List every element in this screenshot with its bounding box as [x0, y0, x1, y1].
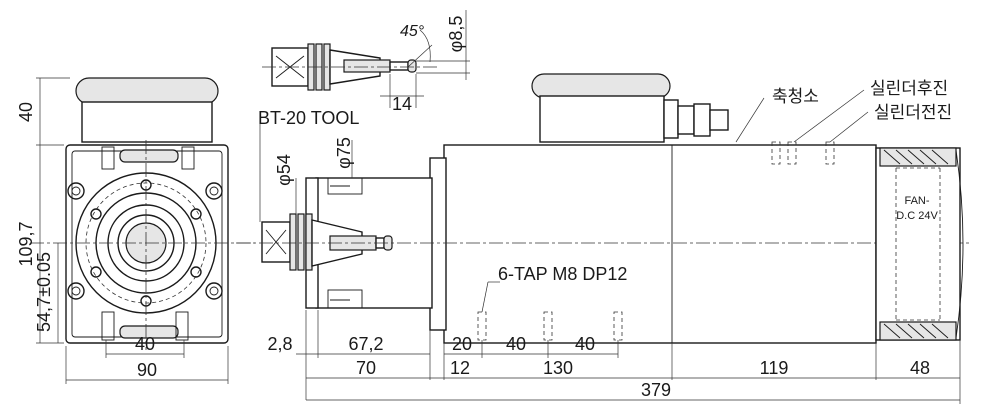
dim-len-70: 70 — [356, 358, 376, 378]
dim-len-20: 20 — [452, 334, 472, 354]
dim-d-8-5: φ8,5 — [446, 16, 466, 53]
top-slot — [119, 149, 179, 163]
junction-box-cap — [75, 77, 219, 105]
corner-holes — [67, 182, 223, 300]
dim-height-40: 40 — [16, 102, 36, 122]
side-junction-cap — [531, 73, 671, 99]
dim-width-40: 40 — [135, 334, 155, 354]
dim-len-48: 48 — [910, 358, 930, 378]
label-tool: BT-20 TOOL — [258, 108, 359, 128]
dim-len-40-a: 40 — [506, 334, 526, 354]
bottom-slot — [119, 325, 179, 339]
dim-len-119: 119 — [760, 358, 789, 378]
cable-gland — [709, 109, 729, 131]
dim-height-109-7: 109,7 — [16, 221, 36, 266]
label-shaft-center: 축청소 — [772, 87, 819, 107]
end-view — [30, 77, 255, 350]
side-junction-box — [539, 95, 665, 143]
dim-height-54-7: 54,7±0.05 — [34, 252, 54, 332]
label-tap: 6-TAP M8 DP12 — [498, 264, 627, 284]
side-view: FAN- D.C 24V BT-20 TOOL 6-TAP M8 DP12 축청… — [236, 73, 970, 344]
dim-len-14: 14 — [392, 94, 412, 114]
label-cylinder-rear: 실린더후진 — [870, 79, 948, 99]
tool-detail: φ8,5 45° 14 — [262, 10, 470, 114]
dim-len-12: 12 — [450, 358, 470, 378]
label-cylinder-front: 실린더전진 — [874, 103, 952, 123]
fan-housing — [875, 147, 961, 341]
junction-box — [81, 101, 213, 143]
main-body — [443, 144, 877, 344]
dim-len-379: 379 — [641, 380, 671, 400]
dim-len-2-8: 2,8 — [267, 334, 292, 354]
dim-d-75: φ75 — [334, 137, 354, 169]
dim-d-54: φ54 — [274, 154, 294, 186]
dim-width-90: 90 — [137, 360, 157, 380]
fan-label-2: D.C 24V — [896, 210, 938, 222]
dim-len-130: 130 — [543, 358, 573, 378]
side-view-dimensions: 2,8 67,2 70 12 20 40 40 130 119 48 379 — [267, 310, 961, 404]
dim-len-67-2: 67,2 — [348, 334, 383, 354]
dim-len-40-b: 40 — [575, 334, 595, 354]
end-view-dimensions: 40 109,7 54,7±0.05 40 90 — [16, 77, 229, 384]
fan-label-1: FAN- — [904, 195, 929, 207]
dim-angle-45: 45° — [400, 23, 425, 40]
